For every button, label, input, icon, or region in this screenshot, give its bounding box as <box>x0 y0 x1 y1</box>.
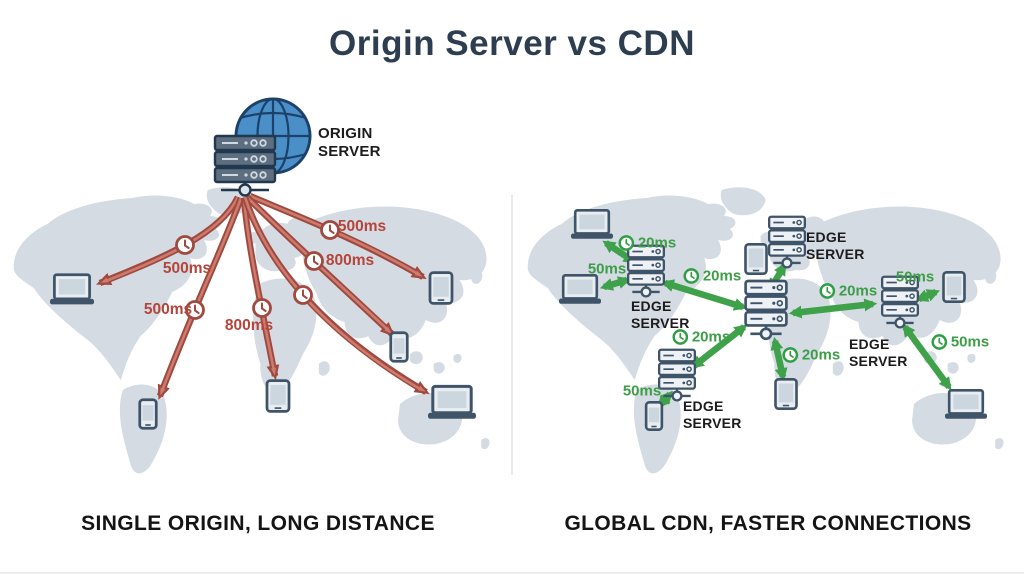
clock-icon <box>782 347 799 363</box>
laptop-icon <box>48 273 96 306</box>
latency-label: 20ms <box>819 283 877 300</box>
smartphone-icon <box>389 331 409 363</box>
latency-label: 50ms <box>587 260 627 278</box>
clock-icon <box>320 220 340 240</box>
page-title: Origin Server vs CDN <box>329 24 695 63</box>
origin-server-icon <box>213 97 312 197</box>
right-caption: GLOBAL CDN, FASTER CONNECTIONS <box>564 512 972 535</box>
latency-label: 50ms <box>931 334 989 351</box>
latency-label: 20ms <box>672 329 730 346</box>
latency-label: 20ms <box>618 235 676 252</box>
tablet-icon <box>744 242 768 276</box>
network-node-icon <box>221 182 269 197</box>
smartphone-icon <box>138 398 158 430</box>
server-rack-icon <box>213 134 277 184</box>
tablet-icon <box>428 271 454 305</box>
laptop-icon <box>426 384 478 421</box>
latency-label: 500ms <box>162 260 212 277</box>
latency-label: 50ms <box>895 268 935 286</box>
left-caption: SINGLE ORIGIN, LONG DISTANCE <box>81 512 435 535</box>
tablet-icon <box>942 270 966 304</box>
clock-icon <box>618 235 635 251</box>
laptop-icon <box>569 209 615 241</box>
clock-icon <box>683 268 700 284</box>
laptop-icon <box>557 274 603 306</box>
clock-icon <box>175 235 195 255</box>
clock-icon <box>931 334 948 350</box>
clock-icon <box>672 329 689 345</box>
origin-server-label: ORIGIN SERVER <box>318 125 381 160</box>
latency-label: 50ms <box>622 382 662 400</box>
tablet-icon <box>774 377 798 411</box>
smartphone-icon <box>644 401 664 431</box>
latency-label: 800ms <box>224 317 274 334</box>
latency-label: 20ms <box>782 347 840 364</box>
laptop-icon <box>943 389 989 421</box>
latency-label: 800ms <box>325 252 375 269</box>
latency-label: 500ms <box>337 218 387 235</box>
tablet-icon <box>265 379 291 413</box>
latency-label: 20ms <box>683 268 741 285</box>
clock-icon <box>819 283 836 299</box>
latency-label: 500ms <box>143 301 193 318</box>
clock-icon <box>293 285 313 305</box>
clock-icon <box>252 298 272 318</box>
clock-icon <box>304 251 324 271</box>
